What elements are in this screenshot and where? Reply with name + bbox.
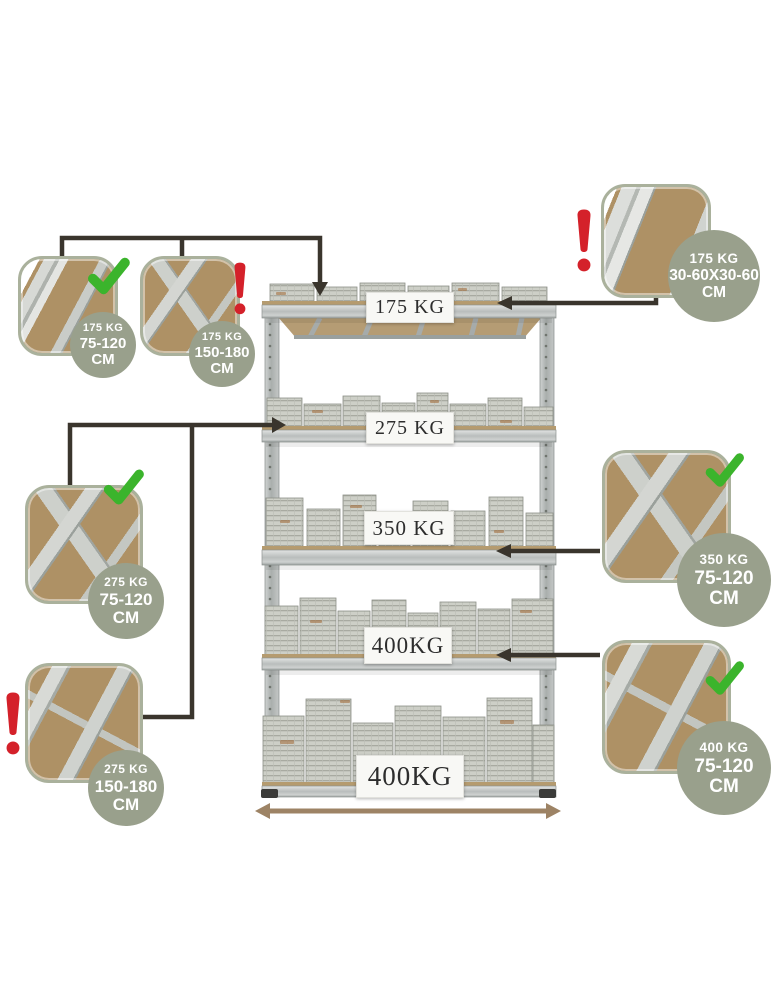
check-icon [88, 257, 130, 295]
warning-exclamation-icon [234, 262, 246, 315]
badge-weight: 175 KG [82, 322, 124, 335]
badge-weight: 275 KG [104, 762, 148, 777]
shelf-label-2: 275 KG [366, 412, 454, 444]
shelf-label-1: 175 KG [366, 292, 454, 323]
badge-weight: 175 KG [201, 331, 243, 344]
badge-size: 150-180 CM [194, 344, 250, 377]
badge-size: 30-60X30-60 CM [669, 267, 759, 301]
spec-badge-top-left-ok: 175 KG 75-120 CM [70, 312, 136, 378]
badge-size: 150-180 CM [94, 777, 158, 814]
badge-size: 75-120 CM [694, 755, 754, 797]
spec-badge-top-left-warn: 175 KG 150-180 CM [189, 321, 255, 387]
badge-size: 75-120 CM [99, 590, 153, 627]
warning-exclamation-icon [6, 692, 20, 755]
shelf-label-3: 350 KG [364, 511, 454, 545]
badge-weight: 175 KG [689, 251, 739, 267]
badge-size: 75-120 CM [694, 567, 754, 609]
badge-weight: 400 KG [699, 739, 749, 755]
spec-badge-top-right-warn: 175 KG 30-60X30-60 CM [668, 230, 760, 322]
spec-badge-bottom-right-ok: 400 KG 75-120 CM [677, 721, 771, 815]
check-icon [705, 661, 744, 695]
check-icon [705, 453, 744, 487]
badge-weight: 275 KG [104, 575, 148, 590]
shelf-label-5: 400KG [356, 755, 464, 798]
badge-size: 75-120 CM [79, 335, 127, 368]
shelf-label-4: 400KG [364, 627, 452, 664]
shelving-rack-photo [261, 282, 557, 798]
badge-weight: 350 KG [699, 551, 749, 567]
warning-exclamation-icon [577, 209, 591, 272]
spec-badge-mid-left-ok: 275 KG 75-120 CM [88, 563, 164, 639]
spec-badge-bottom-left-warn: 275 KG 150-180 CM [88, 750, 164, 826]
spec-badge-mid-right-ok: 350 KG 75-120 CM [677, 533, 771, 627]
check-icon [103, 469, 144, 505]
